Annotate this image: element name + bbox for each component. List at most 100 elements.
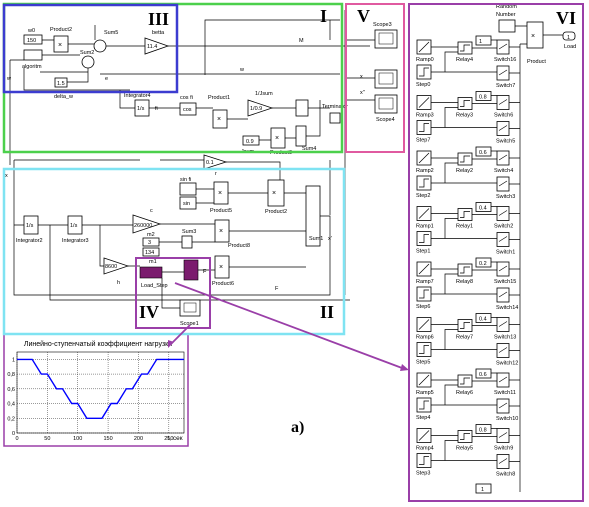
signal-x2: x'': [360, 90, 365, 96]
switch-a-block[interactable]: [496, 428, 510, 443]
omega0-label: w0: [27, 28, 35, 34]
relay-icon: [460, 155, 470, 163]
random-number-label-2: Number: [496, 12, 516, 18]
sum2-block[interactable]: [81, 55, 95, 69]
value-const[interactable]: [475, 368, 492, 379]
fi-label: fi: [155, 106, 158, 112]
relay-block[interactable]: [457, 97, 473, 110]
switch-b-block[interactable]: [496, 454, 510, 469]
ramp-label: Ramp4: [416, 446, 434, 452]
relay-block[interactable]: [457, 319, 473, 332]
ramp-icon: [418, 208, 430, 219]
sin-fi-block[interactable]: [179, 182, 197, 196]
switch-b-block[interactable]: [496, 176, 510, 192]
m1-label: m1: [149, 259, 157, 265]
jsum-gain-label: 1/Jsum: [255, 91, 273, 97]
omega0-const[interactable]: [23, 34, 43, 45]
c-value: 260000: [134, 223, 152, 229]
relay-label: Relay1: [456, 224, 473, 230]
sum4-block[interactable]: [295, 125, 307, 147]
switch-b-block[interactable]: [496, 287, 510, 303]
h-value: 8600: [105, 264, 117, 270]
switch-a-block[interactable]: [496, 95, 510, 110]
algorithm-block[interactable]: [23, 49, 43, 61]
relay-block[interactable]: [457, 152, 473, 166]
product5-sign: ×: [218, 190, 222, 197]
const-0-9[interactable]: [242, 135, 260, 146]
relay-label: Relay7: [456, 335, 473, 341]
integrator-w-block[interactable]: [295, 99, 309, 117]
value-label: 0.2: [479, 261, 487, 267]
sum3-block[interactable]: [181, 235, 193, 249]
integrator2-sym: 1/s: [26, 223, 34, 229]
product6-sign: ×: [219, 264, 223, 271]
h-label: h: [117, 280, 120, 286]
switch-a-block[interactable]: [496, 206, 510, 221]
signal-F: F: [275, 286, 279, 292]
out-port-number: 1: [567, 35, 570, 41]
switch-a-block[interactable]: [496, 39, 510, 55]
value-const[interactable]: [475, 202, 492, 212]
value-const[interactable]: [475, 424, 492, 434]
product8-label: Product8: [228, 243, 250, 249]
value-const[interactable]: [475, 313, 492, 323]
omega0-value: 150: [27, 38, 36, 44]
switch-a-block[interactable]: [496, 150, 510, 166]
switch-b-label: Switch14: [496, 305, 518, 311]
switch-b-block[interactable]: [496, 121, 510, 136]
value-const[interactable]: [475, 35, 492, 46]
switch-a-block[interactable]: [496, 372, 510, 388]
scope3-label: Scope3: [373, 22, 392, 28]
switch-b-block[interactable]: [496, 398, 510, 414]
relay-icon: [460, 44, 470, 52]
relay-block[interactable]: [457, 430, 473, 443]
switch-b-block[interactable]: [496, 232, 510, 247]
x-tick-label: 0: [15, 436, 18, 442]
random-number-block[interactable]: [498, 19, 516, 33]
c-gain[interactable]: [132, 214, 162, 234]
switch-a-label: Switch16: [494, 57, 516, 63]
jsum-gain[interactable]: [247, 99, 274, 117]
y-tick-label: 0: [12, 431, 15, 437]
step-icon: [419, 67, 429, 77]
terminator-block[interactable]: [329, 112, 341, 124]
out-port-block[interactable]: [562, 31, 576, 41]
betta-value: 11.4: [147, 44, 157, 50]
relay-block[interactable]: [457, 208, 473, 221]
relay-label: Relay2: [456, 168, 473, 174]
algorithm-label: algoritm: [22, 64, 42, 70]
step-icon: [419, 123, 429, 132]
const-0-9-value: 0.9: [246, 139, 254, 145]
last-const-block[interactable]: [475, 483, 492, 494]
switch-b-block[interactable]: [496, 343, 510, 358]
switch-a-block[interactable]: [496, 317, 510, 332]
switch-b-block[interactable]: [496, 65, 510, 81]
c-label: c: [150, 208, 153, 214]
relay-block[interactable]: [457, 374, 473, 388]
gain-0-1[interactable]: [203, 154, 228, 170]
relay-block[interactable]: [457, 41, 473, 55]
switch-a-label: Switch2: [494, 224, 513, 230]
load-step-block[interactable]: [183, 259, 199, 281]
cos-text: cos: [183, 107, 192, 113]
switch-a-icon: [498, 154, 508, 161]
sin-text: sin: [183, 201, 190, 207]
ramp-icon: [418, 97, 430, 108]
switch-a-block[interactable]: [496, 261, 510, 277]
value-const[interactable]: [475, 91, 492, 101]
y-tick-label: 0,2: [7, 416, 15, 422]
relay-block[interactable]: [457, 263, 473, 277]
const-134[interactable]: [142, 247, 160, 257]
gain-0-1-value: 0.1: [206, 160, 214, 166]
sum5-block[interactable]: [93, 39, 107, 53]
random-number-label-1: Random: [496, 4, 517, 10]
gain-1-5[interactable]: [54, 77, 68, 88]
value-const[interactable]: [475, 257, 492, 268]
cos-block[interactable]: [179, 102, 197, 116]
value-const[interactable]: [475, 146, 492, 157]
const-3-value: 3: [148, 240, 151, 246]
m1-block[interactable]: [139, 266, 163, 279]
